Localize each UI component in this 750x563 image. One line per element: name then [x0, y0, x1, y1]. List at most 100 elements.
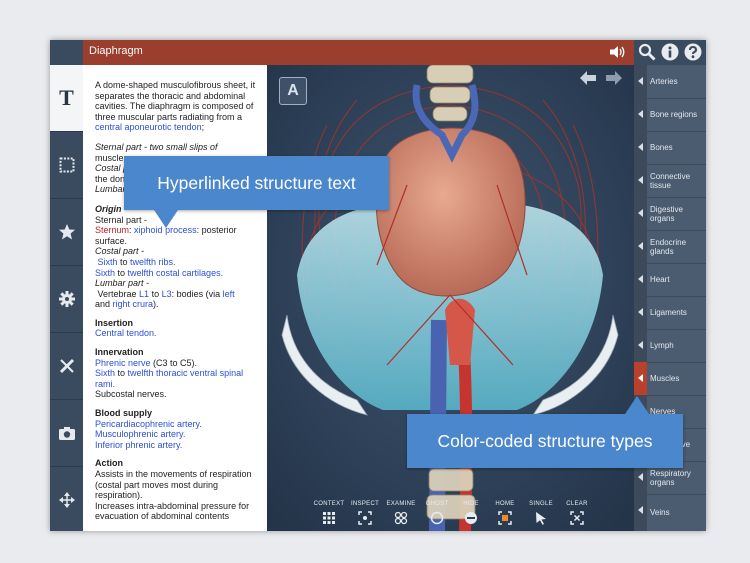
single-label: SINGLE — [529, 501, 553, 507]
annotation-a-button[interactable]: A — [279, 77, 307, 105]
posterior-text: : posterior surface. — [95, 225, 237, 246]
inferior-phrenic-link[interactable]: Inferior phrenic artery. — [95, 439, 183, 450]
hyperlinked-callout-text: Hyperlinked structure text — [157, 172, 356, 193]
color-coded-callout: Color-coded structure types — [407, 396, 683, 468]
speaker-icon[interactable] — [608, 44, 626, 60]
type-label: Veins — [650, 508, 670, 517]
and-text: and — [95, 299, 113, 310]
right-crura-link[interactable]: right crura — [112, 299, 154, 310]
description-panel: A dome-shaped musculofibrous sheet, it s… — [83, 65, 267, 531]
type-label: Bones — [650, 143, 673, 152]
to-text-2: to — [115, 267, 128, 278]
twelfth-ribs-link[interactable]: twelfth ribs. — [130, 256, 176, 267]
frame-tool-button[interactable] — [50, 132, 83, 199]
view-toolbar: CONTEXT INSPECT EXAMINE GHOST HIDE HOME — [309, 499, 599, 531]
subcostal-text: Subcostal nerves. — [95, 389, 167, 400]
expand-arrow-icon[interactable] — [634, 197, 647, 230]
type-arteries[interactable]: Arteries — [634, 65, 706, 99]
sixth-link-1[interactable]: Sixth — [97, 256, 118, 267]
blood-supply-section: Pericardiacophrenic artery. Musculophren… — [95, 419, 261, 451]
sixth-link-3[interactable]: Sixth — [95, 368, 116, 379]
type-veins[interactable]: Veins — [634, 494, 706, 531]
expand-arrow-icon[interactable] — [634, 65, 647, 98]
l1-link[interactable]: L1 — [139, 288, 150, 299]
sternum-link[interactable]: Sternum — [95, 225, 130, 236]
hide-tool[interactable]: HIDE — [451, 501, 491, 525]
origin-section: Sternal part - Sternum: xiphoid process:… — [95, 215, 261, 310]
pericardiacophrenic-link[interactable]: Pericardiacophrenic artery. — [95, 418, 202, 429]
favorites-button[interactable] — [50, 199, 83, 266]
expand-arrow-icon[interactable] — [634, 329, 647, 362]
ghost-tool[interactable]: GHOST — [417, 501, 457, 525]
info-icon[interactable] — [661, 43, 679, 61]
move-button[interactable] — [50, 467, 83, 531]
type-muscles[interactable]: Muscles — [634, 362, 706, 396]
type-ligaments[interactable]: Ligaments — [634, 296, 706, 330]
twelfth-thoracic-link[interactable]: twelfth thoracic ventral spinal rami. — [95, 368, 244, 389]
lumbar-label: Lumbar — [95, 184, 126, 195]
type-label: Respiratory organs — [650, 468, 691, 487]
dome-text: the don — [95, 173, 126, 184]
single-tool[interactable]: SINGLE — [521, 501, 561, 525]
expand-arrow-icon[interactable] — [634, 164, 647, 197]
origin-heading: Origin — [95, 203, 122, 214]
inspect-tool[interactable]: INSPECT — [345, 501, 385, 525]
type-label: Ligaments — [650, 308, 687, 317]
type-respiratory-organs[interactable]: Respiratory organs — [634, 461, 706, 495]
expand-arrow-icon[interactable] — [634, 296, 647, 329]
expand-arrow-icon[interactable] — [634, 263, 647, 296]
type-label: Arteries — [650, 77, 678, 86]
expand-arrow-icon[interactable] — [634, 230, 647, 263]
central-tendon-link[interactable]: central aponeurotic tendon — [95, 122, 202, 133]
type-lymph[interactable]: Lymph — [634, 329, 706, 363]
expand-arrow-icon[interactable] — [634, 494, 647, 531]
expand-arrow-icon[interactable] — [634, 131, 647, 164]
clear-tool[interactable]: CLEAR — [557, 501, 597, 525]
home-tool[interactable]: HOME — [485, 501, 525, 525]
parts-paragraph: Sternal part - two small slips of muscle… — [95, 142, 261, 195]
type-bones[interactable]: Bones — [634, 131, 706, 165]
sixth-link-2[interactable]: Sixth — [95, 267, 116, 278]
sternal-label: Sternal part — [95, 141, 142, 152]
move-icon — [58, 492, 75, 508]
text-tool-button[interactable]: T — [50, 65, 83, 132]
camera-button[interactable] — [50, 400, 83, 467]
twelfth-costal-link[interactable]: twelfth costal cartilages. — [127, 267, 224, 278]
structure-title: Diaphragm — [89, 45, 143, 57]
examine-tool[interactable]: EXAMINE — [381, 501, 421, 525]
ghost-label: GHOST — [425, 501, 449, 507]
context-tool[interactable]: CONTEXT — [309, 501, 349, 525]
phrenic-nerve-link[interactable]: Phrenic nerve — [95, 357, 151, 368]
app-frame: T Diaphragm — [50, 40, 706, 531]
camera-icon — [58, 427, 75, 440]
type-bone-regions[interactable]: Bone regions — [634, 98, 706, 132]
clear-label: CLEAR — [566, 501, 588, 507]
xiphoid-link[interactable]: xiphoid process — [134, 225, 197, 236]
expand-arrow-icon[interactable] — [634, 461, 647, 494]
color-coded-callout-text: Color-coded structure types — [437, 430, 653, 451]
help-icon[interactable] — [684, 43, 702, 61]
type-digestive-organs[interactable]: Digestive organs — [634, 197, 706, 231]
type-connective-tissue[interactable]: Connective tissue — [634, 164, 706, 198]
musculophrenic-link[interactable]: Musculophrenic artery. — [95, 429, 186, 440]
back-arrow-icon[interactable] — [580, 71, 596, 85]
expand-arrow-icon[interactable] — [634, 362, 647, 395]
type-label: Digestive organs — [650, 204, 683, 223]
costal-part-text: Costal part - — [95, 246, 145, 257]
forward-arrow-icon[interactable] — [606, 71, 622, 85]
home-label: HOME — [495, 501, 515, 507]
action-heading: Action — [95, 458, 123, 469]
innervation-heading: Innervation — [95, 347, 144, 358]
central-tendon-insertion-link[interactable]: Central tendon. — [95, 328, 157, 339]
dissect-button[interactable] — [50, 333, 83, 400]
search-icon[interactable] — [638, 43, 656, 61]
intro-end: ; — [201, 122, 205, 133]
left-crus-link[interactable]: left — [222, 288, 235, 299]
settings-button[interactable] — [50, 266, 83, 333]
l3-link[interactable]: L3 — [161, 288, 172, 299]
expand-arrow-icon[interactable] — [634, 98, 647, 131]
type-endocrine-glands[interactable]: Endocrine glands — [634, 230, 706, 264]
action-line-1: Assists in the movements of respiration … — [95, 469, 252, 501]
bodies-text: : bodies (via — [171, 288, 223, 299]
type-heart[interactable]: Heart — [634, 263, 706, 297]
